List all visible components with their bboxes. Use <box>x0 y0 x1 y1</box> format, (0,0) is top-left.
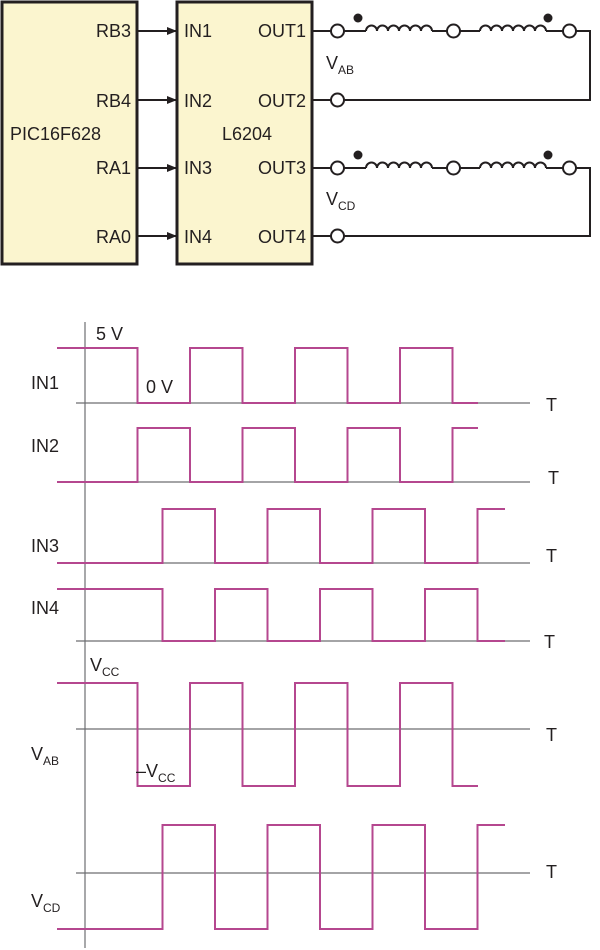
time-axis-label: T <box>544 632 555 652</box>
winding-cd: VCD <box>326 150 591 244</box>
channel-label: IN1 <box>31 373 59 393</box>
waveform-in1 <box>57 347 478 404</box>
mcu-pin-label: RB3 <box>96 21 131 41</box>
low-level-label: 0 V <box>146 377 173 397</box>
driver-label: L6204 <box>222 124 272 144</box>
neg-vcc-label: –VCC <box>136 761 176 785</box>
terminal-circle <box>562 160 577 176</box>
polarity-dot <box>543 150 553 160</box>
waveform-layer <box>57 347 530 930</box>
circuit-schematic: PIC16F628 RB3 RB4 RA1 RA0 L6204 IN1 IN2 … <box>0 0 591 266</box>
time-axis-label: T <box>546 395 557 415</box>
channel-label: IN4 <box>31 598 59 618</box>
time-axis-label: T <box>546 725 557 745</box>
polarity-dot <box>543 13 553 23</box>
mcu-pin-label: RA1 <box>96 158 131 178</box>
waveform-in4 <box>57 588 505 642</box>
vab-label: VAB <box>326 53 354 77</box>
waveform-in2 <box>57 427 478 483</box>
mcu-pin-label: RB4 <box>96 91 131 111</box>
polarity-dot <box>353 150 363 160</box>
time-axis-label: T <box>548 468 559 488</box>
channel-label: IN3 <box>31 536 59 556</box>
mcu-pin-label: RA0 <box>96 227 131 247</box>
terminal-circle <box>446 160 461 176</box>
terminal-circle <box>330 228 345 244</box>
winding-ab: VAB <box>326 13 591 108</box>
waveform-in3 <box>57 508 505 564</box>
terminal-circle <box>562 23 577 39</box>
time-axis-label: T <box>546 546 557 566</box>
waveform-vab <box>57 682 478 787</box>
mcu-label: PIC16F628 <box>10 124 101 144</box>
inductor-coil <box>479 24 547 32</box>
driver-output-label: OUT4 <box>258 227 306 247</box>
terminal-circle <box>446 23 461 39</box>
time-axis-label: T <box>546 862 557 882</box>
channel-label: VCD <box>31 891 61 915</box>
inductor-coil <box>365 24 433 32</box>
timing-diagram: IN1 IN2 IN3 IN4 VAB VCD T T T T T T 5 V … <box>31 322 559 948</box>
driver-output-label: OUT3 <box>258 158 306 178</box>
driver-box <box>175 0 314 266</box>
mcu-box <box>0 0 139 266</box>
channel-label: VAB <box>31 744 59 768</box>
vcd-label: VCD <box>326 189 356 213</box>
inductor-coil <box>365 161 433 169</box>
waveform-vcd <box>57 824 505 930</box>
driver-input-label: IN3 <box>184 158 212 178</box>
channel-label: IN2 <box>31 436 59 456</box>
driver-output-label: OUT1 <box>258 21 306 41</box>
polarity-dot <box>353 13 363 23</box>
driver-output-label: OUT2 <box>258 91 306 111</box>
driver-input-label: IN1 <box>184 21 212 41</box>
terminal-circle <box>330 160 345 176</box>
driver-input-label: IN4 <box>184 227 212 247</box>
terminal-circle <box>330 23 345 39</box>
driver-input-label: IN2 <box>184 91 212 111</box>
inductor-coil <box>479 161 547 169</box>
high-level-label: 5 V <box>96 324 123 344</box>
vcc-label: VCC <box>90 655 120 679</box>
terminal-circle <box>330 92 345 108</box>
